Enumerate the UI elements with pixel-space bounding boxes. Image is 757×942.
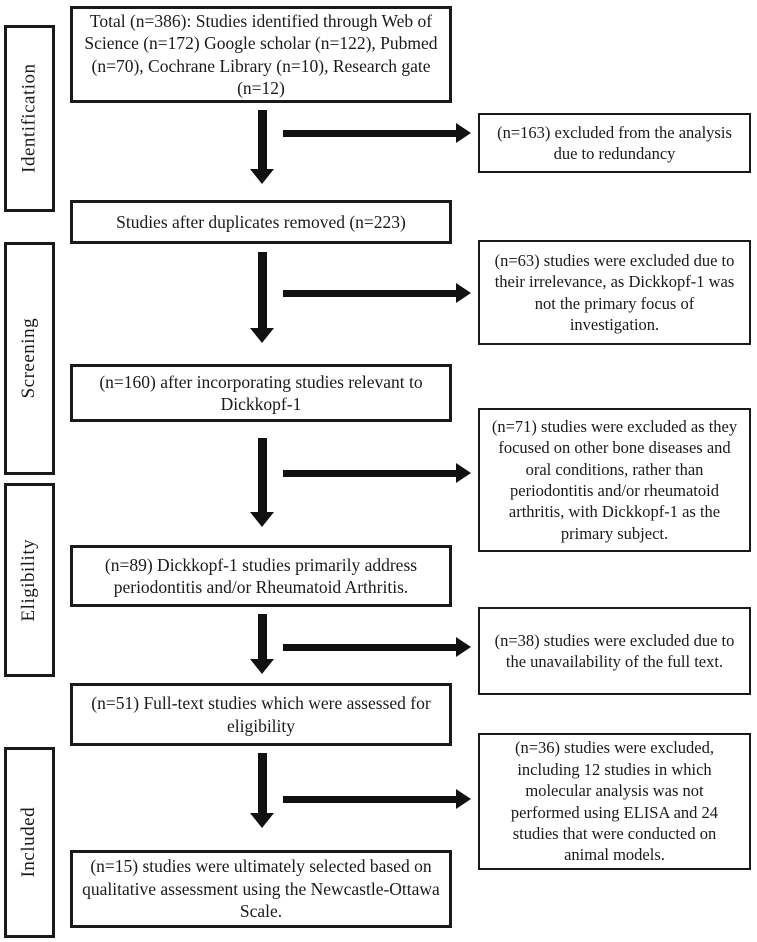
right-arrow-1: [283, 123, 471, 143]
right-arrow-1-head-icon: [456, 123, 471, 143]
down-arrow-5-head-icon: [250, 813, 274, 828]
right-arrow-2-head-icon: [456, 283, 471, 303]
down-arrow-4-shaft: [257, 614, 267, 659]
right-arrow-5-shaft: [283, 795, 456, 803]
flow-box-final-selected-text: (n=15) studies were ultimately selected …: [82, 856, 440, 922]
flow-box-fulltext-assessed-text: (n=51) Full-text studies which were asse…: [91, 693, 431, 736]
stage-label-eligibility: Eligibility: [18, 538, 40, 622]
flow-box-identified-total: Total (n=386): Studies identified throug…: [70, 6, 452, 103]
down-arrow-1: [250, 110, 274, 184]
flow-box-relevant-studies-text: (n=160) after incorporating studies rele…: [99, 371, 423, 414]
flow-box-primary-address: (n=89) Dickkopf-1 studies primarily addr…: [70, 545, 452, 607]
exclusion-box-no-fulltext: (n=38) studies were excluded due to the …: [478, 607, 751, 695]
down-arrow-3-head-icon: [250, 512, 274, 527]
flow-box-duplicates-removed-text: Studies after duplicates removed (n=223): [116, 211, 406, 232]
down-arrow-2: [250, 252, 274, 343]
right-arrow-4-shaft: [283, 643, 456, 651]
right-arrow-4-head-icon: [456, 637, 471, 657]
flow-box-final-selected: (n=15) studies were ultimately selected …: [70, 850, 452, 928]
down-arrow-1-head-icon: [250, 169, 274, 184]
exclusion-box-redundancy: (n=163) excluded from the analysis due t…: [478, 113, 751, 173]
exclusion-box-irrelevance: (n=63) studies were excluded due to thei…: [478, 240, 751, 345]
exclusion-box-irrelevance-text: (n=63) studies were excluded due to thei…: [494, 250, 735, 334]
flow-box-identified-total-text: Total (n=386): Studies identified throug…: [84, 10, 438, 98]
right-arrow-5: [283, 789, 471, 809]
right-arrow-1-shaft: [283, 129, 456, 137]
down-arrow-4-head-icon: [250, 659, 274, 674]
exclusion-box-other-diseases: (n=71) studies were excluded as they foc…: [478, 408, 751, 552]
stage-box-eligibility: Eligibility: [4, 483, 55, 677]
stage-box-included: Included: [4, 747, 55, 938]
right-arrow-4: [283, 637, 471, 657]
flow-box-primary-address-text: (n=89) Dickkopf-1 studies primarily addr…: [104, 554, 418, 597]
down-arrow-1-shaft: [257, 110, 267, 169]
flow-box-duplicates-removed: Studies after duplicates removed (n=223): [70, 200, 452, 244]
exclusion-box-elisa-animal: (n=36) studies were excluded, including …: [478, 733, 751, 870]
exclusion-box-no-fulltext-text: (n=38) studies were excluded due to the …: [494, 630, 735, 671]
right-arrow-3-head-icon: [456, 463, 471, 483]
down-arrow-4: [250, 614, 274, 674]
right-arrow-3-shaft: [283, 469, 456, 477]
exclusion-box-elisa-animal-text: (n=36) studies were excluded, including …: [510, 738, 719, 865]
down-arrow-5-shaft: [257, 753, 267, 813]
right-arrow-2: [283, 283, 471, 303]
flow-box-fulltext-assessed: (n=51) Full-text studies which were asse…: [70, 683, 452, 746]
down-arrow-5: [250, 753, 274, 828]
stage-label-included: Included: [18, 807, 40, 878]
down-arrow-3-shaft: [257, 438, 267, 512]
stage-label-identification: Identification: [18, 63, 40, 174]
right-arrow-2-shaft: [283, 289, 456, 297]
flow-box-relevant-studies: (n=160) after incorporating studies rele…: [70, 364, 452, 422]
stage-box-identification: Identification: [4, 25, 55, 212]
stage-label-screening: Screening: [18, 318, 40, 399]
down-arrow-3: [250, 438, 274, 527]
exclusion-box-redundancy-text: (n=163) excluded from the analysis due t…: [497, 122, 732, 163]
stage-box-screening: Screening: [4, 242, 55, 475]
right-arrow-5-head-icon: [456, 789, 471, 809]
exclusion-box-other-diseases-text: (n=71) studies were excluded as they foc…: [491, 416, 738, 543]
down-arrow-2-shaft: [257, 252, 267, 328]
right-arrow-3: [283, 463, 471, 483]
down-arrow-2-head-icon: [250, 328, 274, 343]
